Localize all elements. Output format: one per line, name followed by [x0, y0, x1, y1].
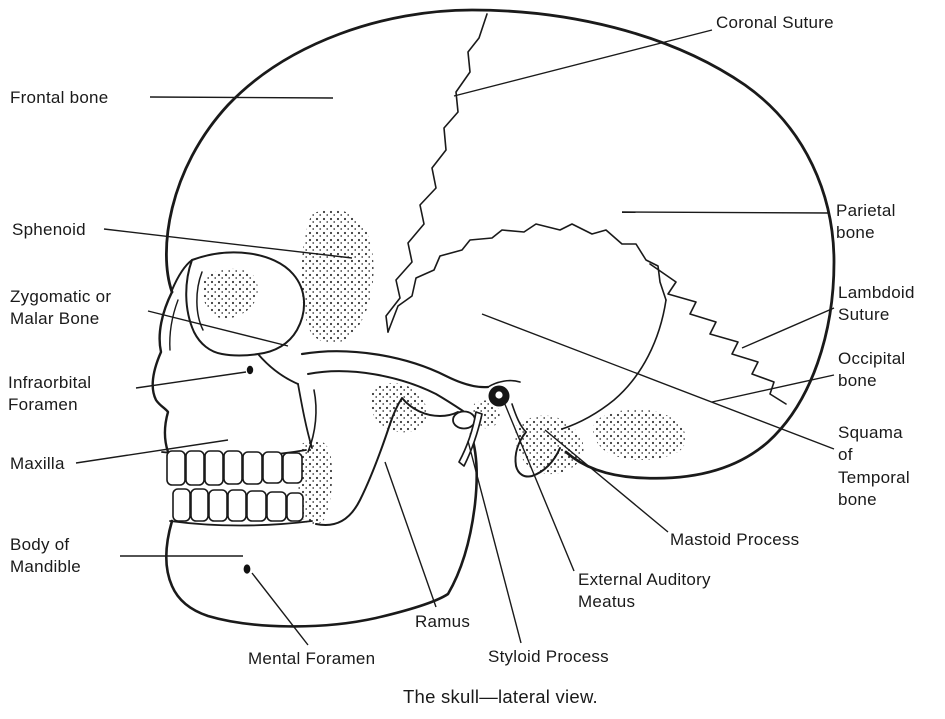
tooth [190, 488, 209, 522]
label-body-of-mandible: Body of Mandible [10, 535, 81, 577]
teeth-lower [172, 488, 304, 522]
tooth [282, 452, 303, 484]
supra-meatal-line [487, 379, 521, 388]
teeth-upper [166, 450, 303, 486]
tooth [223, 450, 243, 485]
mastoid-outline [514, 431, 561, 478]
coronal-suture-line [385, 13, 488, 333]
stipple-infratemporal [370, 383, 427, 433]
leader-line-squama-temporal [481, 313, 835, 450]
zygomatic-orbit-to-cheek [257, 353, 299, 385]
zygomatic-arch-upper [300, 350, 490, 389]
squamosal-suture-line [387, 223, 667, 333]
label-squama-temporal: Squama of Temporal bone [838, 423, 910, 510]
leader-line-zygomatic [147, 310, 289, 347]
tooth [208, 489, 228, 522]
label-lambdoid-suture: Lambdoid Suture [838, 283, 915, 325]
lambdoid-suture-line [649, 263, 787, 405]
tooth [286, 492, 304, 522]
tooth [204, 450, 224, 486]
leader-line-infraorbital-foramen [135, 371, 247, 389]
label-coronal-suture: Coronal Suture [716, 13, 834, 32]
leader-line-sphenoid [103, 228, 353, 259]
leader-line-external-auditory-meatus [503, 401, 575, 572]
zygomatic-arch-lower [307, 370, 464, 412]
mandible-outline [165, 432, 478, 628]
leader-line-parietal-bone [621, 211, 831, 214]
label-ramus: Ramus [415, 612, 471, 631]
label-styloid-process: Styloid Process [488, 647, 609, 666]
leader-line-lambdoid-suture [741, 307, 835, 349]
cranium-outline [165, 8, 836, 480]
label-parietal-bone: Parietal bone [836, 201, 896, 243]
face-profile [151, 290, 174, 454]
stipple-behind-molars [296, 439, 333, 525]
tooth [172, 488, 191, 522]
label-zygomatic: Zygomatic or Malar Bone [10, 287, 112, 329]
diagram-caption: The skull—lateral view. [403, 686, 598, 707]
maxilla-posterior-border [307, 389, 317, 453]
tooth [266, 491, 287, 522]
mastoid-front-line [511, 403, 527, 433]
mental-foramen-mark [243, 564, 251, 574]
label-occipital-bone: Occipital bone [838, 349, 906, 391]
mandible-condyle [452, 410, 476, 430]
label-mastoid-process: Mastoid Process [670, 530, 800, 549]
nasal-inner-line [169, 299, 179, 351]
label-external-auditory-meatus: External Auditory Meatus [578, 570, 711, 612]
styloid-process-shape [458, 411, 483, 467]
tooth [242, 451, 263, 485]
tooth [262, 451, 283, 484]
leader-lines [75, 29, 835, 646]
tooth [166, 450, 186, 486]
lower-alveolar-line [169, 520, 313, 527]
infraorbital-foramen-mark [246, 365, 254, 375]
label-frontal-bone: Frontal bone [10, 88, 109, 107]
stipple-orbit [202, 268, 258, 319]
mandible-ramus-front [315, 397, 459, 526]
leader-line-frontal-bone [149, 96, 334, 99]
leader-line-mental-foramen [251, 572, 309, 646]
stipple-mastoid [514, 415, 584, 475]
eam-inner [495, 391, 503, 399]
label-mental-foramen: Mental Foramen [248, 649, 376, 668]
label-sphenoid: Sphenoid [12, 220, 86, 239]
tooth [185, 450, 205, 486]
stipple-temple [301, 209, 374, 344]
leader-line-styloid-process [467, 440, 522, 644]
external-auditory-meatus-shape [488, 385, 510, 407]
tooth [246, 490, 267, 522]
label-infraorbital-foramen: Infraorbital Foramen [8, 373, 92, 415]
leader-line-maxilla [75, 439, 229, 464]
leader-line-coronal-suture [453, 29, 713, 97]
leader-line-occipital-bone [711, 374, 835, 403]
orbit-inner-rim [196, 271, 204, 331]
leader-line-ramus [384, 461, 437, 608]
label-maxilla: Maxilla [10, 454, 65, 473]
stipple-occipital-base [593, 409, 686, 461]
leader-line-mastoid-process [544, 429, 669, 533]
temporal-posterior-border [561, 299, 667, 430]
tooth [227, 489, 247, 522]
maxilla-cheek-line [297, 383, 313, 449]
brow-line [171, 259, 193, 291]
